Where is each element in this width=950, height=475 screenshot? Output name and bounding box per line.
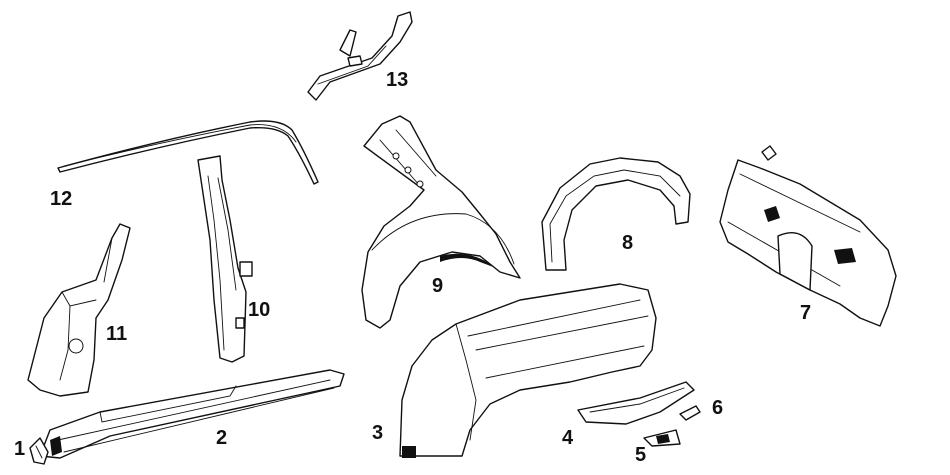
label-part-8: 8 (622, 232, 633, 254)
part-13-bracket (307, 11, 413, 101)
part-4-curved-strip (577, 381, 695, 425)
part-12-drip-rail (57, 120, 319, 185)
label-part-4: 4 (562, 427, 574, 449)
label-part-1: 1 (14, 438, 25, 460)
part-10-b-pillar (197, 155, 253, 363)
label-part-7: 7 (800, 302, 811, 324)
part-11-pillar-section (27, 223, 131, 397)
label-part-12: 12 (50, 188, 72, 210)
label-part-3: 3 (372, 422, 383, 444)
part-6-small-plate (679, 405, 701, 421)
label-part-2: 2 (216, 427, 227, 449)
part-5-small-bracket (643, 429, 681, 447)
label-part-13: 13 (386, 69, 408, 91)
part-2-sill-panel (39, 369, 345, 459)
part-3-quarter-panel (399, 283, 657, 458)
part-8-wheelarch (541, 157, 691, 271)
label-part-11: 11 (106, 323, 127, 345)
part-1-end-cap (29, 437, 49, 465)
part-9-inner-wheelarch (361, 115, 521, 329)
part-7-rear-panel (719, 145, 897, 327)
label-part-10: 10 (248, 299, 270, 321)
label-part-5: 5 (635, 444, 646, 466)
label-part-6: 6 (712, 397, 723, 419)
label-part-9: 9 (432, 275, 443, 297)
